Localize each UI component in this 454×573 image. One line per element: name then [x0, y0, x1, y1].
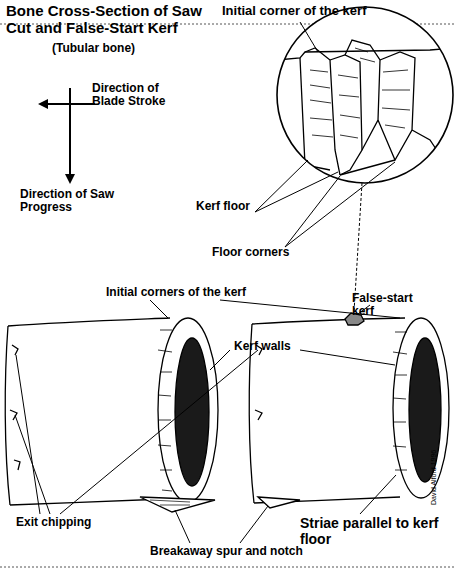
left-bone-part [175, 338, 209, 486]
magnified-kerf-part-part-part [338, 75, 360, 138]
left-bone-part [158, 318, 218, 502]
left-bone-part [5, 326, 10, 505]
callout-label: Initial corner of the kerf [222, 4, 452, 19]
leader-lines-part [240, 506, 268, 543]
right-bone-part [252, 318, 405, 324]
magnified-kerf-part-part [330, 55, 362, 175]
left-bone-part [10, 499, 165, 505]
leader-lines-part [360, 475, 396, 514]
callout-label: Floor corners [212, 246, 322, 259]
direction-arrows [40, 88, 95, 182]
callout-label: Exit chipping [16, 516, 126, 529]
left-bone [5, 318, 218, 512]
leader-lines-part [300, 22, 318, 52]
magnified-kerf-part-part-part [382, 70, 410, 128]
magnified-kerf-part-part [412, 130, 440, 155]
magnified-kerf-part-part [310, 48, 410, 138]
author-credit: David Alford 1996 [430, 450, 438, 505]
callout-label: Initial corners of the kerf [106, 286, 306, 299]
magnified-kerf-part-part [277, 48, 454, 60]
magnified-kerf-part-part [340, 160, 395, 175]
leader-lines-part [210, 350, 230, 370]
magnified-kerf-part-part-part [355, 48, 375, 62]
leader-lines [15, 22, 400, 543]
leader-lines-part [285, 162, 395, 247]
callout-label: Kerf floor [196, 200, 286, 213]
direction-arrows-part [40, 103, 95, 105]
magnified-kerf-part-part [300, 58, 330, 170]
right-bone-part [255, 345, 262, 420]
left-bone-part [158, 330, 172, 491]
leader-lines-part [300, 350, 395, 365]
magnified-kerf-part-part [345, 40, 380, 150]
right-bone-part [258, 497, 300, 508]
leader-lines-part [255, 160, 308, 212]
callout-label: Kerf walls [234, 340, 324, 353]
right-bone-part [393, 318, 449, 498]
direction-arrows-part [69, 88, 71, 182]
leader-lines-part [255, 172, 338, 212]
right-bone-part [393, 332, 407, 470]
diagram-title: Bone Cross-Section of Saw Cut and False-… [6, 3, 206, 37]
leader-lines-part [16, 355, 40, 514]
leader-lines-part [15, 415, 50, 514]
callout-label: Striae parallel to kerf floor [300, 516, 450, 547]
dotted-rules-part [0, 567, 454, 568]
magnified-kerf-part [277, 40, 454, 175]
subtitle: (Tubular bone) [52, 42, 172, 55]
leader-lines-part [150, 300, 168, 318]
leader-lines-part [60, 350, 258, 514]
direction-label: Direction of Blade Stroke [92, 82, 192, 109]
left-bone-part [8, 318, 170, 326]
magnified-kerf [277, 7, 454, 183]
callout-label: Breakaway spur and notch [150, 545, 350, 558]
leader-lines-part [175, 510, 190, 543]
magnified-kerf-part-part-part [310, 70, 333, 137]
left-bone-part [150, 500, 190, 505]
magnified-kerf-part [277, 7, 453, 183]
magnified-kerf-part-part [305, 48, 340, 175]
left-bone-part [10, 345, 20, 470]
callout-label: False-start kerf [352, 292, 432, 319]
left-bone-part [140, 497, 215, 512]
magnified-kerf-part-part [378, 52, 415, 160]
direction-label: Direction of Saw Progress [20, 188, 115, 215]
